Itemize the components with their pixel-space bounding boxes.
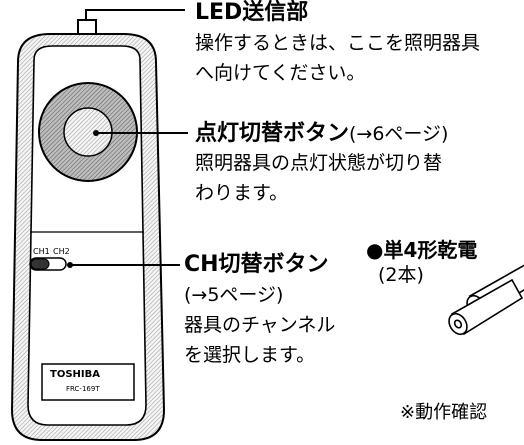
ch-slide-switch[interactable] — [29, 257, 67, 271]
ch-desc-line2: を選択します。 — [184, 344, 316, 366]
lighting-desc-line1: 照明器具の点灯状態が切り替 — [195, 152, 443, 174]
ch-desc-line1: 器具のチャンネル — [184, 314, 336, 336]
ch-leader-dot — [67, 262, 73, 268]
battery-illustration — [448, 264, 524, 336]
ch2-label: CH2 — [53, 247, 70, 256]
battery-title: ●単4形乾電 — [366, 238, 478, 262]
ch-button-title: CH切替ボタン — [184, 252, 329, 277]
brand-plate — [41, 363, 135, 401]
ch-button-ref: (→5ページ) — [184, 284, 284, 306]
lighting-desc-line2: わります。 — [195, 182, 289, 204]
lighting-button-heading: 点灯切替ボタン(→6ページ) — [195, 123, 448, 145]
led-title: LED送信部 — [195, 0, 309, 25]
lighting-button-ref: (→6ページ) — [349, 123, 449, 145]
battery-note: ※動作確認 — [400, 402, 488, 423]
led-leader-line — [85, 9, 185, 20]
led-desc-line2: へ向けてください。 — [195, 62, 366, 84]
lighting-switch-button[interactable] — [38, 82, 138, 182]
model-number: FRC-169T — [66, 385, 100, 393]
led-desc-line1: 操作するときは、ここを照明器具 — [195, 32, 481, 54]
leader-lines — [67, 9, 188, 268]
lighting-leader-dot — [93, 130, 99, 136]
battery-count: (2本) — [378, 264, 424, 286]
ch1-label: CH1 — [33, 247, 50, 256]
brand-logo-text: TOSHIBA — [50, 369, 100, 380]
lighting-button-title: 点灯切替ボタン — [195, 121, 350, 146]
